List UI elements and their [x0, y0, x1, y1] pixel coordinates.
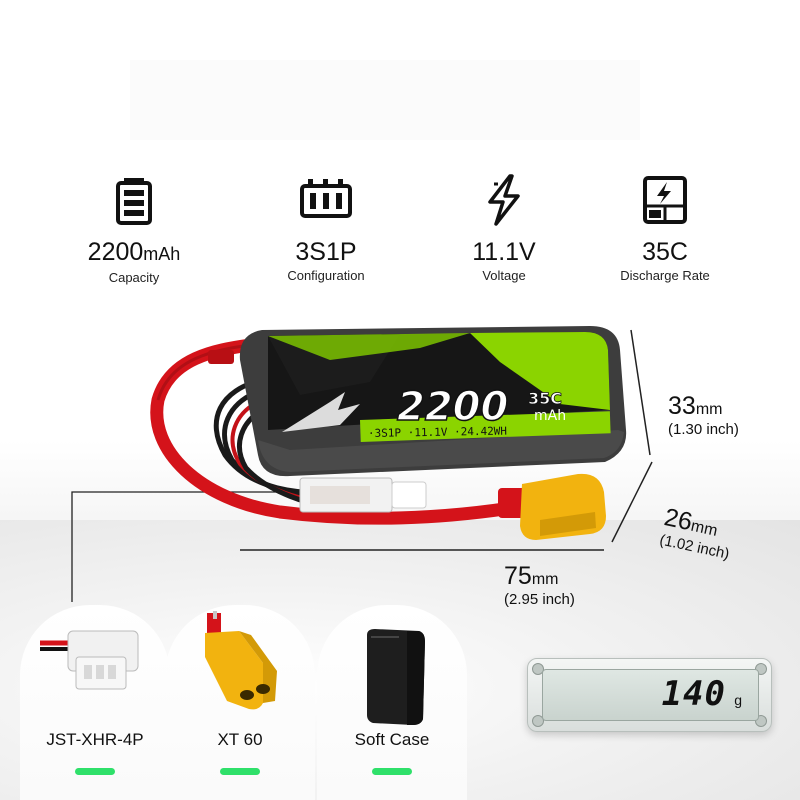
- weight-unit: g: [734, 692, 742, 708]
- label-unit: mAh: [534, 408, 566, 424]
- lightning-bolt-icon: [488, 174, 520, 226]
- dimension-length: 75mm (2.95 inch): [504, 562, 575, 608]
- height-dimension-line: [630, 329, 651, 456]
- voltage-value: 11.1V: [472, 238, 536, 266]
- accessory-name: JST-XHR-4P: [46, 730, 144, 749]
- spec-voltage: 11.1V Voltage: [424, 172, 584, 283]
- cell-configuration-icon: [300, 179, 352, 218]
- height-inches: (1.30 inch): [668, 421, 739, 438]
- configuration-value: 3S1P: [295, 238, 357, 266]
- accessory-indicator: [220, 768, 260, 775]
- discharge-rate-value: 35C: [642, 238, 688, 266]
- jst-callout-line: [71, 491, 330, 602]
- weighing-scale: 140 g: [527, 658, 772, 732]
- configuration-label: Configuration: [287, 268, 365, 283]
- label-rate: 35C: [528, 389, 562, 408]
- accessory-jst-xhr-4p: JST-XHR-4P: [20, 605, 170, 800]
- capacity-value: 2200mAh: [87, 238, 181, 266]
- label-capacity: 2200: [397, 384, 508, 430]
- accessory-indicator: [372, 768, 412, 775]
- width-dimension-line: [611, 461, 653, 543]
- battery-icon: [116, 178, 152, 225]
- dimension-height: 33mm (1.30 inch): [668, 392, 739, 438]
- jst-connector-icon: [40, 630, 139, 690]
- label-specs-line: ·3S1P ·11.1V ·24.42WH: [368, 425, 507, 440]
- discharge-rate-label: Discharge Rate: [620, 268, 710, 283]
- scale-corner-knob: [532, 715, 544, 727]
- weight-reading: 140: [661, 674, 726, 714]
- header-band: [130, 60, 640, 140]
- scale-lcd-display: 140 g: [542, 669, 759, 721]
- spec-configuration: 3S1P Configuration: [246, 172, 406, 283]
- accessory-name: XT 60: [217, 730, 263, 749]
- spec-discharge-rate: 35C Discharge Rate: [585, 172, 745, 283]
- discharge-rate-icon: [643, 176, 687, 224]
- capacity-label: Capacity: [108, 270, 160, 285]
- accessory-xt60: XT 60: [165, 605, 315, 800]
- soft-case-icon: [367, 629, 425, 725]
- voltage-label: Voltage: [482, 268, 526, 283]
- accessory-soft-case: Soft Case: [317, 605, 467, 800]
- spec-capacity: 2200mAh Capacity: [54, 172, 214, 285]
- accessory-indicator: [75, 768, 115, 775]
- length-inches: (2.95 inch): [504, 591, 575, 608]
- xt60-connector-icon: [205, 611, 277, 710]
- accessory-name: Soft Case: [354, 730, 430, 749]
